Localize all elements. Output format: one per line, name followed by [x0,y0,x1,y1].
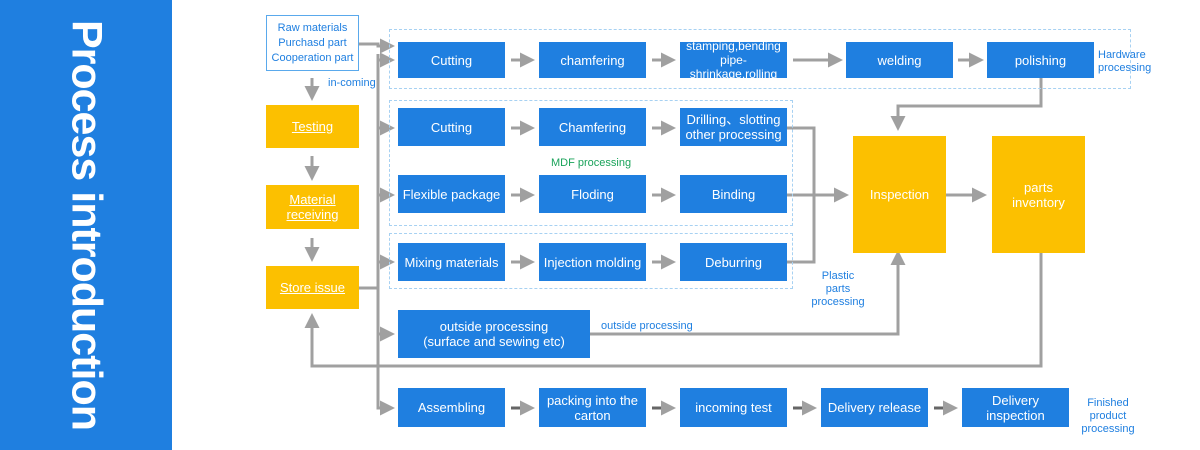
delivery-release-box: Delivery release [821,388,928,427]
incoming-test-box: incoming test [680,388,787,427]
drilling-box: Drilling、slotting other processing [680,108,787,146]
hardware-chamfering-box: chamfering [539,42,646,78]
hardware-label: Hardware processing [1098,49,1152,74]
outside-processing-box: outside processing (surface and sewing e… [398,310,590,358]
binding-box: Binding [680,175,787,213]
mdf-label: MDF processing [551,157,632,169]
assembling-box: Assembling [398,388,505,427]
arrow-outside-to-inspection [590,250,906,336]
packing-box: packing into the carton [539,388,646,427]
sources-box: Raw materials Purchasd part Cooperation … [266,15,359,71]
incoming-line [359,38,395,54]
flexible-package-box: Flexible package [398,175,505,213]
branch-outside [376,288,395,342]
welding-box: welding [846,42,953,78]
deburring-box: Deburring [680,243,787,281]
arrow-polishing-to-inspection [890,78,1043,131]
mixing-materials-box: Mixing materials [398,243,505,281]
mdf-cutting-box: Cutting [398,108,505,146]
material-receiving-box: Material receiving [266,185,359,229]
finished-label: Finished product processing [1081,397,1135,435]
hardware-group [389,29,1131,89]
floding-box: Floding [539,175,646,213]
store-issue-box: Store issue [266,266,359,309]
testing-box: Testing [266,105,359,148]
parts-inventory-box: parts inventory [992,136,1085,253]
mdf-chamfering-box: Chamfering [539,108,646,146]
outside-label: outside processing [601,320,693,332]
polishing-box: polishing [987,42,1094,78]
bus-right [787,126,816,264]
sidebar: Process introduction [0,0,172,450]
hardware-cutting-box: Cutting [398,42,505,78]
arrow-inventory-to-store [304,253,1043,368]
plastic-group [389,233,793,289]
mdf-group [389,100,793,226]
branch-assembling [376,334,395,416]
inspection-box: Inspection [853,136,946,253]
injection-molding-box: Injection molding [539,243,646,281]
incoming-label: in-coming [328,77,376,89]
plastic-label: Plastic parts processing [811,270,865,308]
delivery-inspection-box: Delivery inspection [962,388,1069,427]
stamping-box: stamping,bending pipe-shrinkage,rolling [680,39,787,81]
